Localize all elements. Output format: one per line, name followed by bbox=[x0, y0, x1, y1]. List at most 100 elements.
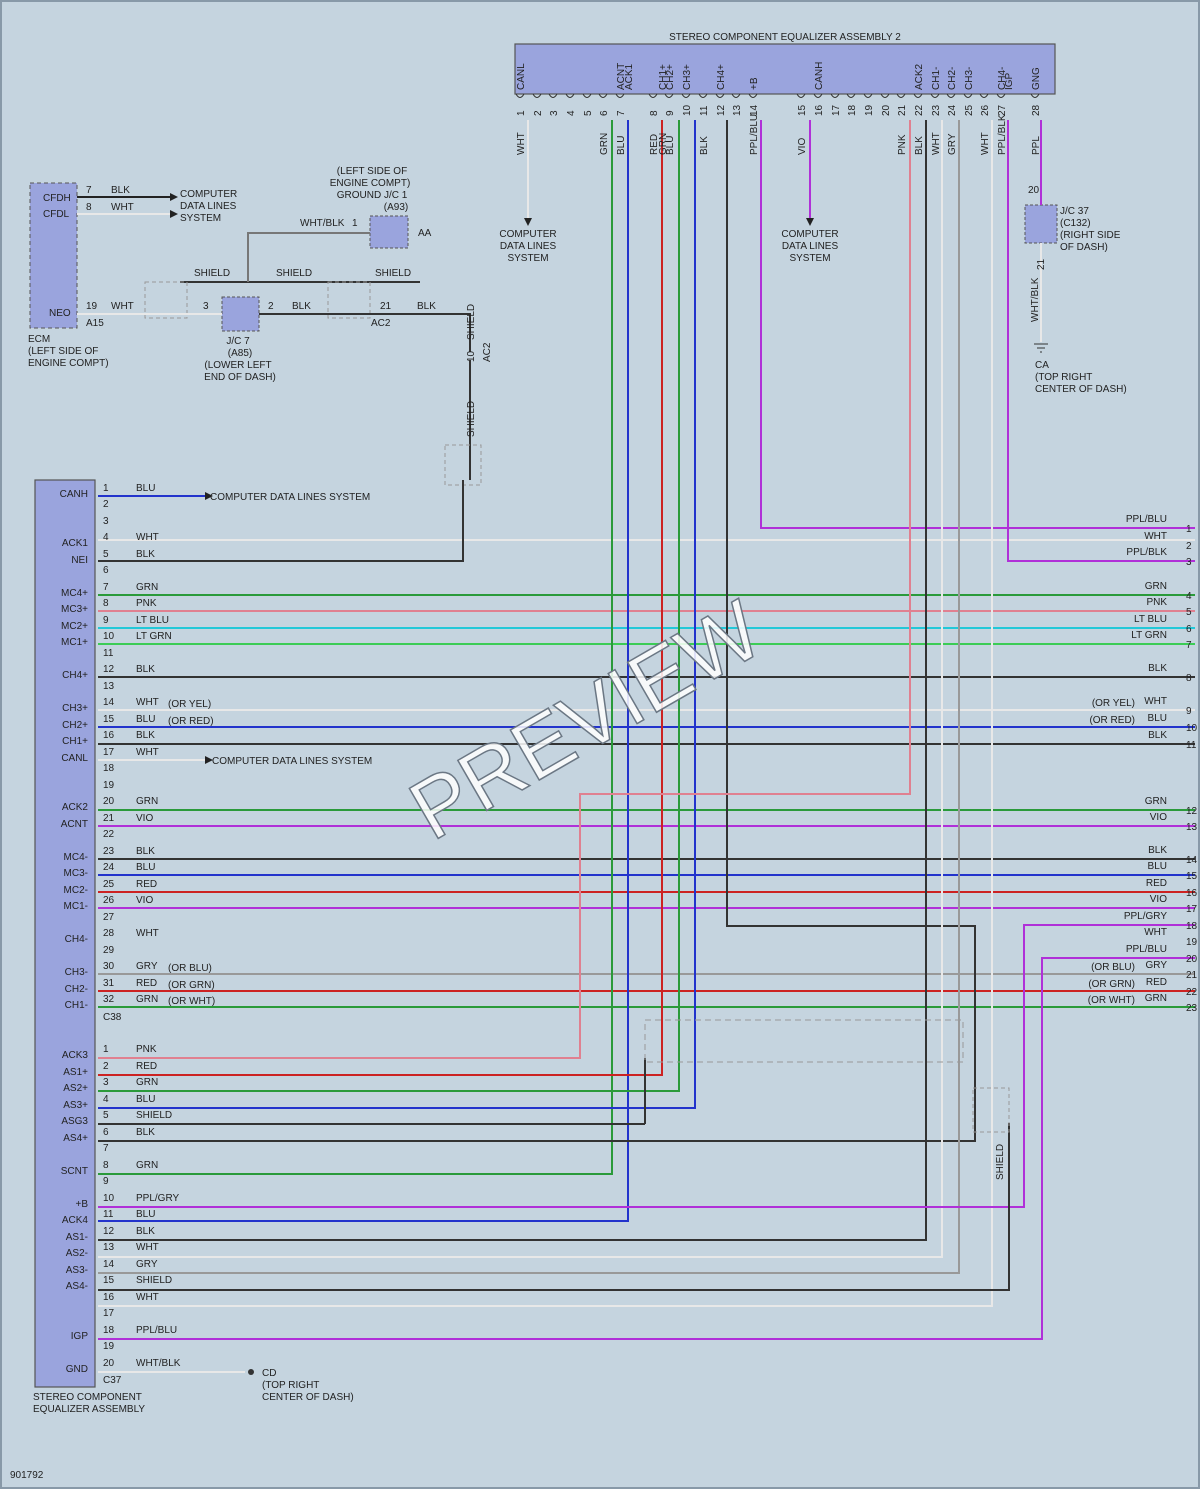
top-pin-number: 9 bbox=[665, 110, 676, 116]
jc37-caption: OF DASH) bbox=[1060, 242, 1108, 253]
right-row-wire: GRN bbox=[1145, 581, 1167, 592]
right-row-wire: PPL/BLK bbox=[1126, 547, 1167, 558]
c38-pin-number: 7 bbox=[103, 582, 109, 593]
c38-pin-number: 31 bbox=[103, 978, 115, 989]
wire-nei bbox=[98, 480, 464, 562]
right-row-number: 6 bbox=[1186, 624, 1192, 635]
c37-wire-label: SHIELD bbox=[136, 1275, 172, 1286]
ecm-conn: A15 bbox=[86, 318, 104, 329]
c37-pin-label: IGP bbox=[71, 1331, 89, 1342]
right-row-number: 11 bbox=[1186, 740, 1197, 751]
top-pin-label: CH3+ bbox=[682, 64, 693, 90]
ecm-wire8-num: 8 bbox=[86, 202, 92, 213]
top-pin-label: CANL bbox=[516, 63, 527, 90]
top-pin-wire: PPL bbox=[1031, 136, 1042, 155]
c37-pin-label: SCNT bbox=[61, 1166, 88, 1177]
top-pin-number: 2 bbox=[533, 110, 544, 116]
wire-ppl-blk bbox=[1007, 120, 1195, 562]
shield-label: SHIELD bbox=[375, 268, 411, 279]
c38-pin-number: 26 bbox=[103, 895, 115, 906]
bottom-assembly-box bbox=[34, 479, 96, 1388]
c38-pin-label: CANH bbox=[60, 489, 88, 500]
c37-wire-label: WHT/BLK bbox=[136, 1358, 181, 1369]
right-row-note: (OR WHT) bbox=[1088, 995, 1135, 1006]
right-row-number: 7 bbox=[1186, 640, 1192, 651]
c38-pin-label: CH2- bbox=[65, 984, 88, 995]
top-pin-wire: WHT bbox=[516, 132, 527, 155]
c38-pin-number: 13 bbox=[103, 681, 115, 692]
c37-wire-label: BLK bbox=[136, 1226, 155, 1237]
pin-socket-icon bbox=[846, 93, 856, 98]
c38-pin-number: 14 bbox=[103, 697, 115, 708]
right-row-number: 2 bbox=[1186, 541, 1192, 552]
top-pin-wire: PPL/BLK bbox=[997, 114, 1008, 155]
c37-wire-label: PNK bbox=[136, 1044, 157, 1055]
wire-pnk-ack3 bbox=[98, 120, 911, 1059]
c38-pin-number: 11 bbox=[103, 648, 114, 659]
pin-socket-icon bbox=[582, 93, 592, 98]
c37-wire-label: WHT bbox=[136, 1242, 159, 1253]
c37-pin-number: 18 bbox=[103, 1325, 115, 1336]
right-row-number: 16 bbox=[1186, 888, 1198, 899]
right-row-wire: BLK bbox=[1148, 663, 1167, 674]
c37-pin-number: 2 bbox=[103, 1061, 109, 1072]
ecm-cdls: COMPUTER bbox=[180, 189, 237, 200]
right-row-number: 4 bbox=[1186, 591, 1192, 602]
c38-pin-number: 5 bbox=[103, 549, 109, 560]
c37-pin-label: ACK4 bbox=[62, 1215, 89, 1226]
ecm-wire8-color: WHT bbox=[111, 202, 134, 213]
c37-pin-label: AS2+ bbox=[63, 1083, 88, 1094]
top-pin-number: 17 bbox=[831, 104, 842, 116]
right-row-number: 21 bbox=[1186, 970, 1198, 981]
c37-wire-label: GRY bbox=[136, 1259, 158, 1270]
c38-pin-label: MC4- bbox=[64, 852, 88, 863]
right-row-number: 19 bbox=[1186, 937, 1198, 948]
c37-pin-number: 6 bbox=[103, 1127, 109, 1138]
right-row-number: 17 bbox=[1186, 904, 1198, 915]
right-row-number: 12 bbox=[1186, 806, 1198, 817]
c38-wire-label: GRN bbox=[136, 796, 158, 807]
wire-red-as1 bbox=[98, 120, 663, 1076]
c37-pin-number: 16 bbox=[103, 1292, 115, 1303]
right-row-wire: VIO bbox=[1150, 812, 1167, 823]
cdls-arrow-icon bbox=[205, 756, 213, 764]
top-pin-number: 12 bbox=[716, 104, 727, 116]
c38-pin-number: 22 bbox=[103, 829, 115, 840]
ecm-pin19-color: WHT bbox=[111, 301, 134, 312]
ca-caption: (TOP RIGHT bbox=[1035, 372, 1092, 383]
right-row-note: (OR RED) bbox=[1089, 715, 1135, 726]
top-pin-wire: WHT bbox=[980, 132, 991, 155]
c38-wire-label: GRN bbox=[136, 994, 158, 1005]
cdls-top1: SYSTEM bbox=[507, 253, 548, 264]
c38-pin-number: 16 bbox=[103, 730, 115, 741]
jc7-pin3: 3 bbox=[203, 301, 209, 312]
top-pin-wire: PNK bbox=[897, 134, 908, 155]
top-pin-number: 22 bbox=[914, 104, 925, 116]
right-row-wire: PPL/GRY bbox=[1124, 911, 1167, 922]
top-pin-label: ACNT bbox=[616, 63, 627, 90]
pin-socket-icon bbox=[963, 93, 973, 98]
ac2-conn2: AC2 bbox=[482, 342, 493, 362]
top-pin-label: GNG bbox=[1031, 67, 1042, 90]
ground-jc1-wire: WHT/BLK bbox=[300, 218, 345, 229]
cd-caption: CD bbox=[262, 1368, 276, 1379]
right-row-number: 10 bbox=[1186, 723, 1198, 734]
jc1-caption: GROUND J/C 1 bbox=[337, 190, 408, 201]
cdls-arrow-icon bbox=[524, 218, 532, 226]
c38-pin-label: NEI bbox=[71, 555, 88, 566]
top-pin-number: 24 bbox=[947, 104, 958, 116]
ground-jc1-tag: AA bbox=[418, 228, 432, 239]
c37-wire-label: SHIELD bbox=[136, 1110, 172, 1121]
c37-tag: C37 bbox=[103, 1375, 122, 1386]
c38-pin-number: 3 bbox=[103, 516, 109, 527]
c38-pin-number: 28 bbox=[103, 928, 115, 939]
cdls-top2: COMPUTER bbox=[781, 229, 838, 240]
c37-pin-number: 11 bbox=[103, 1209, 114, 1220]
top-pin-number: 15 bbox=[797, 104, 808, 116]
c38-wire-label: PNK bbox=[136, 598, 157, 609]
ecm-pin19-num: 19 bbox=[86, 301, 98, 312]
c38-pin-number: 9 bbox=[103, 615, 109, 626]
c37-wire-label: PPL/GRY bbox=[136, 1193, 179, 1204]
wire-igp bbox=[98, 957, 1195, 1340]
pin-socket-icon bbox=[913, 93, 923, 98]
